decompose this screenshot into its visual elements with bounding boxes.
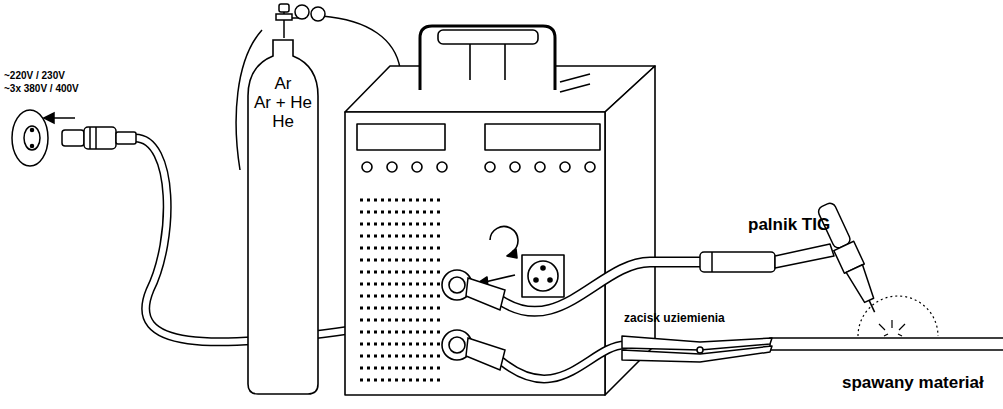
gas-cylinder: ArAr + HeHe	[243, 36, 323, 398]
welding-machine-part	[490, 227, 518, 252]
welding-machine-part	[510, 162, 520, 172]
power-plug-part	[89, 127, 91, 149]
gas-hose-part	[322, 16, 400, 68]
gas-regulator-part	[295, 5, 309, 19]
welding-machine-part	[449, 277, 465, 293]
gas-regulator	[276, 4, 325, 38]
tig-torch-part-part	[869, 300, 874, 312]
part-label: palnik TIG	[748, 216, 830, 235]
welding-machine-part	[412, 162, 422, 172]
tig-torch-part	[711, 252, 713, 272]
arc-glow-part	[858, 296, 938, 336]
tig-torch-part-part	[846, 265, 877, 304]
direction-arrow	[44, 113, 75, 123]
welding-machine-part	[387, 162, 397, 172]
welding-machine-part	[548, 278, 552, 282]
tig-torch-part	[775, 244, 834, 268]
gas-regulator-part	[276, 14, 292, 20]
welding-machine-part	[449, 337, 465, 353]
welding-machine-part	[534, 278, 538, 282]
welding-machine-part	[507, 249, 517, 258]
power-plug-part	[116, 132, 136, 144]
wall-socket-part	[12, 110, 48, 166]
cable-plugs	[466, 278, 505, 370]
gas-type: Ar + He	[243, 93, 323, 112]
gas-regulator-part	[279, 4, 289, 12]
welding-machine-part	[438, 30, 538, 44]
voltage-label: ~220V / 230V	[4, 70, 65, 81]
workpiece-part	[770, 338, 1003, 350]
gas-type: He	[243, 112, 323, 131]
welding-machine-part	[504, 44, 506, 80]
torch-cable-part	[500, 345, 625, 379]
welding-machine-part	[535, 162, 545, 172]
torch-cable-part	[500, 262, 705, 311]
ground-clamp	[622, 336, 772, 362]
gas-regulator-part	[311, 7, 325, 21]
welding-machine-part	[420, 26, 555, 90]
arc-glow-part	[879, 320, 905, 336]
workpiece	[770, 338, 1003, 350]
welding-machine-part	[522, 255, 564, 297]
welding-machine-part	[541, 266, 545, 270]
welding-machine-part	[357, 124, 445, 150]
welding-machine-part	[360, 200, 440, 380]
welding-machine-part	[437, 162, 447, 172]
direction-arrow-part	[44, 113, 54, 123]
wall-socket-part	[31, 145, 34, 148]
cable-plugs-part	[466, 338, 505, 370]
welding-machine-part	[560, 162, 570, 172]
wall-socket-part	[31, 129, 34, 132]
welding-machine-part	[528, 261, 558, 291]
welding-machine-part	[560, 74, 590, 92]
cable-plugs-part	[466, 278, 505, 310]
torch-cable-part	[500, 345, 625, 379]
welding-machine	[345, 26, 655, 395]
power-plug-part	[95, 127, 97, 149]
arc-glow	[858, 296, 938, 336]
cylinder-text: ArAr + HeHe	[243, 36, 323, 131]
welding-machine-part	[485, 162, 495, 172]
part-label: spawany materiał	[842, 374, 984, 393]
ground-clamp-part	[697, 347, 703, 353]
tig-torch	[700, 201, 885, 317]
gas-type: Ar	[243, 74, 323, 93]
wall-socket-part	[24, 126, 40, 150]
welding-machine-part	[485, 124, 600, 150]
welding-machine-part	[485, 275, 515, 282]
ground-clamp-part	[622, 346, 772, 362]
part-label: zacisk uziemienia	[624, 312, 725, 325]
voltage-label: ~3x 380V / 400V	[4, 83, 79, 94]
wall-socket	[12, 110, 48, 166]
tig-torch-part	[700, 252, 775, 272]
welding-machine-part	[355, 195, 440, 390]
welding-machine-part	[345, 112, 605, 395]
welding-machine-part	[585, 162, 595, 172]
torch-cable-part	[500, 262, 705, 311]
power-plug-part	[62, 130, 84, 146]
power-plug	[62, 127, 136, 149]
welding-machine-part	[469, 44, 471, 80]
power-plug-part	[84, 127, 116, 149]
welding-machine-part	[362, 162, 372, 172]
